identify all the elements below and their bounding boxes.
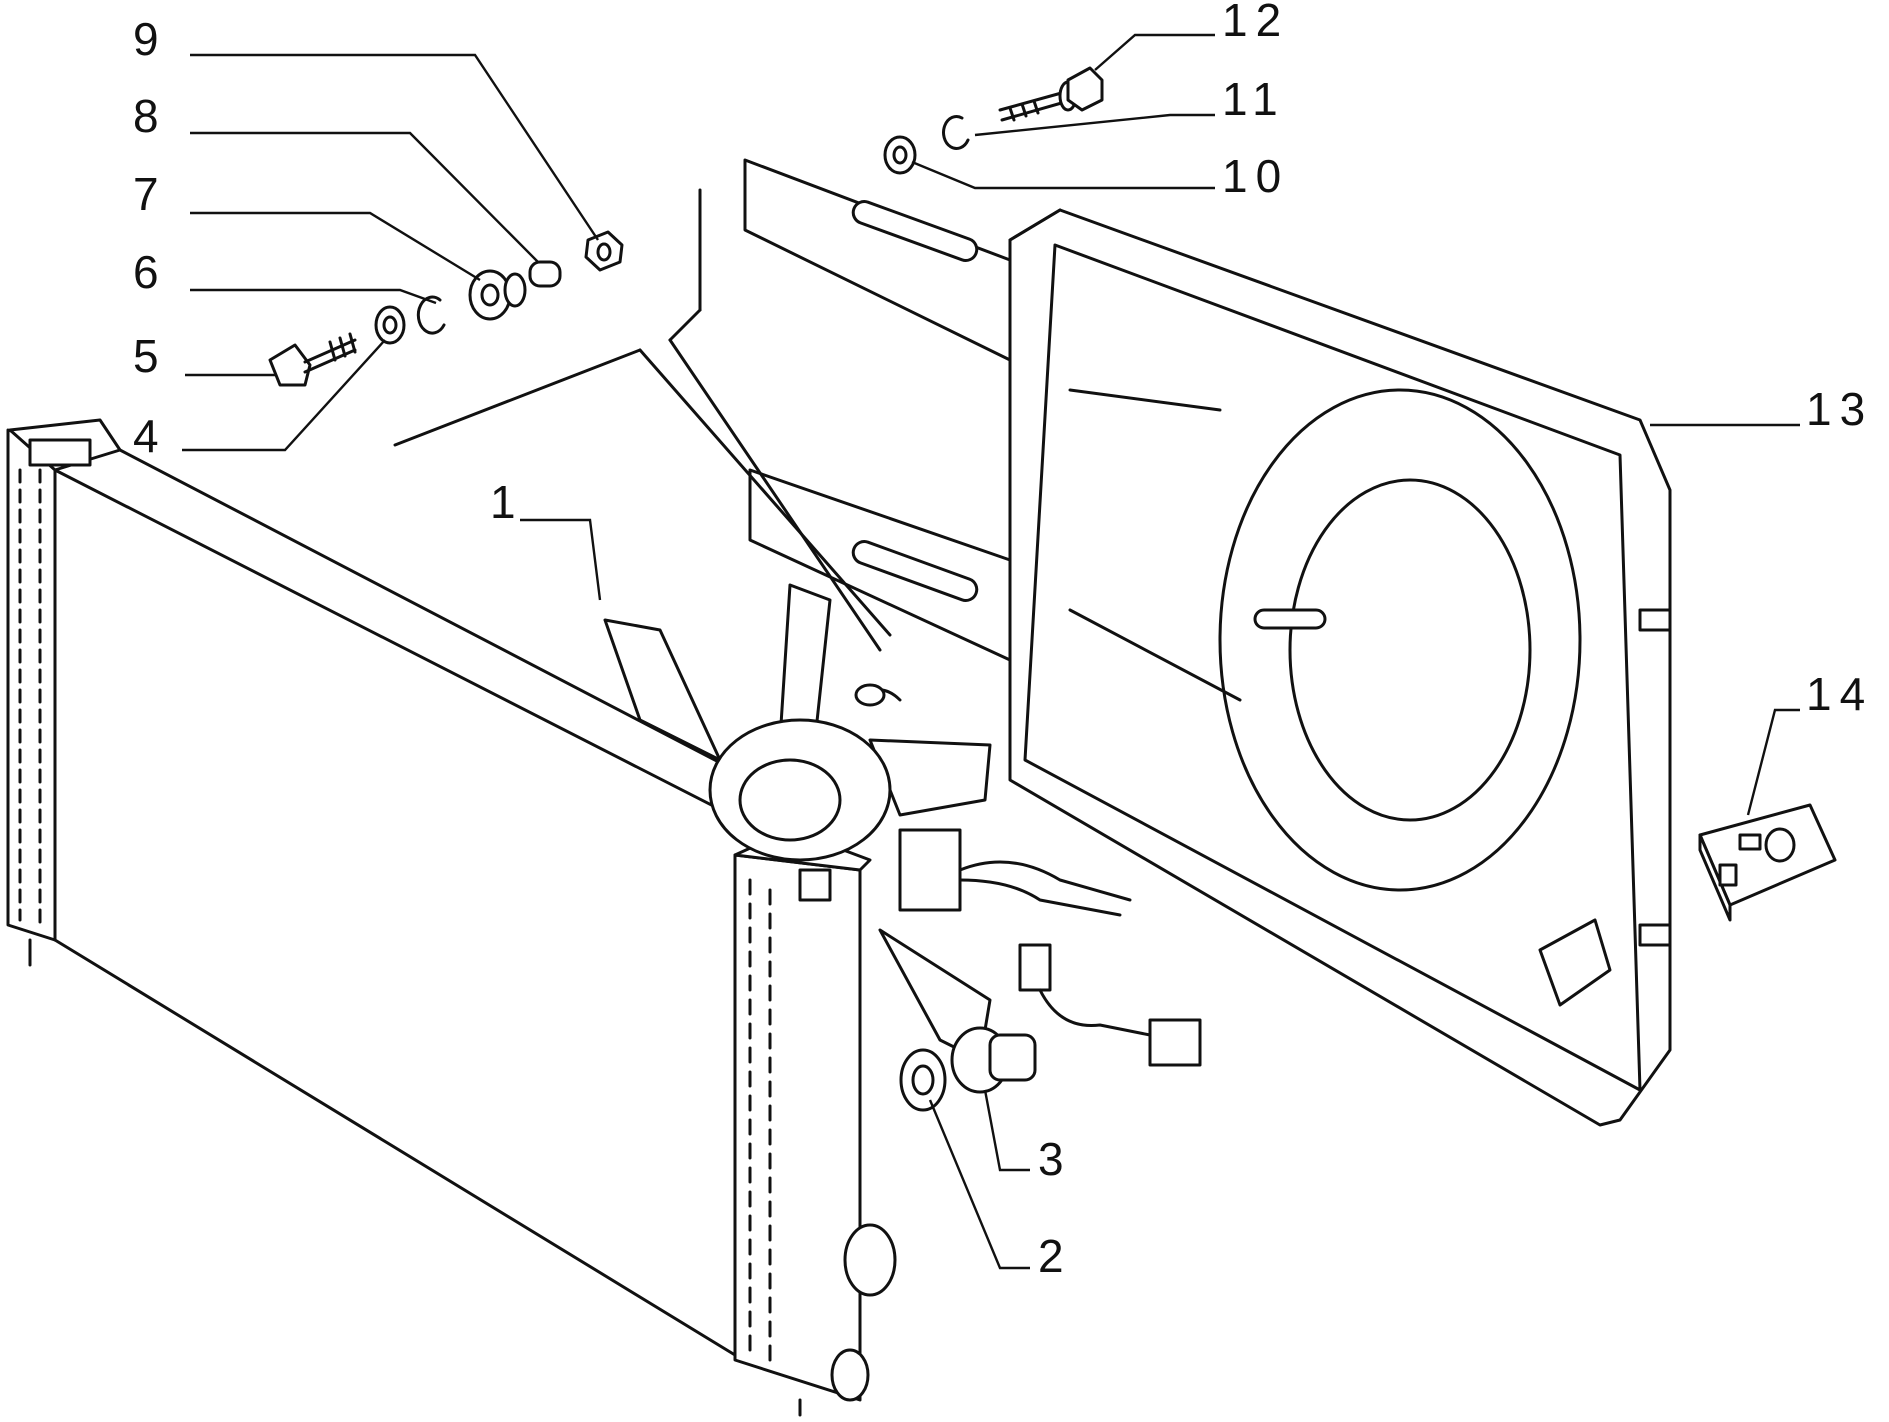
leader-lines [182,33,1800,1270]
leader-3 [983,1089,1030,1172]
spring-washer [418,297,444,333]
leader-6 [190,288,437,305]
grommet [901,1050,945,1110]
leader-10 [911,160,1215,190]
nut [586,232,622,270]
callout-8: 8 [133,90,167,142]
leader-7 [190,211,481,282]
leader-14 [1746,708,1800,816]
callout-labels: 1 2 3 4 5 6 7 8 9 10 11 12 13 14 [133,0,1873,1282]
callout-3: 3 [1038,1133,1072,1185]
bolt [270,334,355,385]
assembly-guide-lines [395,190,890,650]
leader-12 [1094,33,1215,71]
washer-upper [885,137,915,173]
spring-washer-upper [944,117,968,149]
rubber-mount [470,271,525,319]
leader-4 [182,339,386,452]
thermal-switch [952,1028,1035,1092]
callout-13: 13 [1806,383,1873,435]
leader-9 [190,53,599,241]
callout-14: 14 [1806,668,1873,720]
resistor-block [1700,805,1835,920]
leader-11 [974,113,1215,137]
leader-2 [928,1099,1030,1270]
bolt-upper [1000,68,1102,120]
callout-7: 7 [133,168,167,220]
callout-2: 2 [1038,1230,1072,1282]
leader-1 [520,518,602,601]
leader-8 [190,131,539,263]
callout-6: 6 [133,246,167,298]
callout-9: 9 [133,13,167,65]
callout-1: 1 [490,476,524,528]
fan-shroud [745,160,1670,1125]
callout-12: 12 [1222,0,1289,46]
wiring-harness [960,862,1200,1065]
callout-10: 10 [1222,150,1289,202]
spacer [530,262,560,286]
callout-4: 4 [133,410,167,462]
fan-with-motor [605,585,990,1060]
callout-5: 5 [133,330,167,382]
radiator [8,420,895,1415]
washer [376,307,404,343]
callout-11: 11 [1222,73,1286,125]
